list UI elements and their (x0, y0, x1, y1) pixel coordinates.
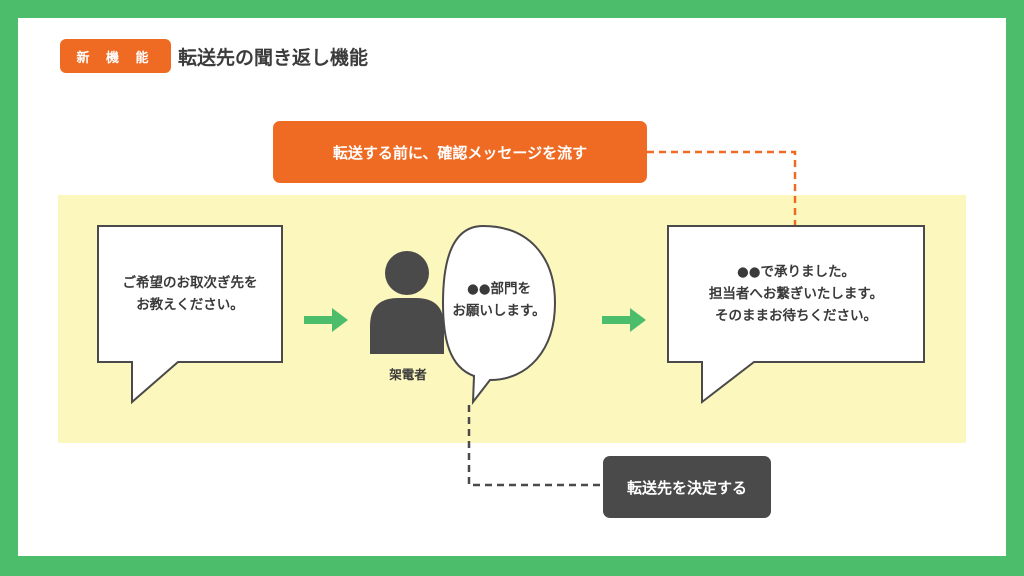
caller-request-line: ●●部門を (466, 281, 532, 297)
system-prompt-text: ご希望のお取次ぎ先を お教えください。 (98, 272, 282, 316)
confirm-message-callout: 転送する前に、確認メッセージを流す (273, 121, 647, 183)
new-feature-badge: 新 機 能 (60, 39, 171, 73)
caller-request-text: ●●部門を お願いします。 (446, 278, 552, 322)
system-confirmation-line: そのままお待ちください。 (715, 308, 877, 324)
decide-connector-line (467, 405, 603, 487)
person-icon (370, 251, 444, 354)
decide-destination-callout: 転送先を決定する (603, 456, 771, 518)
diagram-graphics (97, 150, 925, 487)
system-confirmation-bubble (667, 225, 925, 405)
system-confirmation-text: ●●で承りました。 担当者へお繋ぎいたします。 そのままお待ちください。 (668, 261, 924, 327)
caller-label: 架電者 (389, 367, 427, 382)
system-confirmation-line: ●●で承りました。 (736, 264, 856, 280)
arrow-right-icon (602, 308, 646, 332)
system-prompt-bubble (97, 225, 283, 405)
caller-speech-bubble (441, 224, 557, 406)
system-confirmation-line: 担当者へお繋ぎいたします。 (708, 286, 884, 302)
system-prompt-line: お教えください。 (136, 297, 244, 313)
page-title: 転送先の聞き返し機能 (178, 47, 369, 69)
system-prompt-line: ご希望のお取次ぎ先を (122, 275, 258, 291)
arrow-right-icon (304, 308, 348, 332)
caller-request-line: お願いします。 (452, 303, 546, 319)
confirm-connector-line (647, 150, 797, 226)
slide-frame: 新 機 能 転送先の聞き返し機能 転送する前に、確認メッセージを流す 転送先を (18, 18, 1006, 556)
